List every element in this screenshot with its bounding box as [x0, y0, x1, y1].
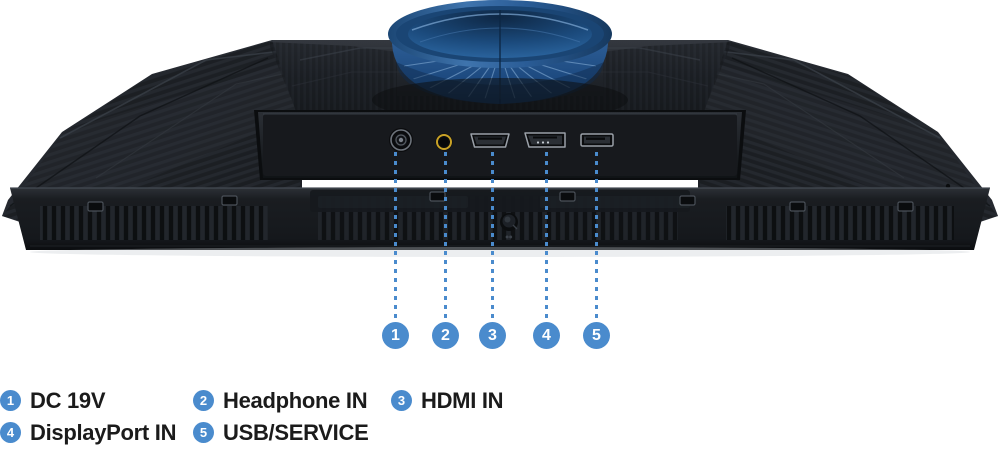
legend-item-5[interactable]: 5 USB/SERVICE: [193, 419, 369, 446]
legend-badge-5: 5: [193, 422, 214, 443]
headphone-icon: [435, 133, 453, 151]
port-legend: 1 DC 19V 2 Headphone IN 3 HDMI IN 4 DisplayPort…: [0, 386, 1000, 450]
legend-badge-2: 2: [193, 390, 214, 411]
callout-4[interactable]: 4: [533, 322, 560, 349]
control-joystick: [500, 213, 518, 231]
legend-badge-1: 1: [0, 390, 21, 411]
port-panel: [254, 110, 746, 180]
legend-badge-4: 4: [0, 422, 21, 443]
legend-item-2[interactable]: 2 Headphone IN: [193, 387, 368, 414]
legend-item-4[interactable]: 4 DisplayPort IN: [0, 420, 176, 446]
leader-line-4: [545, 152, 548, 322]
mount-slots: [87, 191, 914, 212]
legend-row: 4 DisplayPort IN 5 USB/SERVICE: [0, 418, 1000, 447]
legend-row: 1 DC 19V 2 Headphone IN 3 HDMI IN: [0, 386, 1000, 415]
dc-power-icon: [389, 128, 413, 152]
legend-item-1[interactable]: 1 DC 19V: [0, 387, 106, 414]
svg-text:●●: ●●: [506, 234, 513, 239]
callout-3[interactable]: 3: [479, 322, 506, 349]
callout-1[interactable]: 1: [382, 322, 409, 349]
leader-line-3: [491, 152, 494, 322]
displayport-icon: [524, 132, 566, 148]
legend-badge-3: 3: [391, 390, 412, 411]
legend-label-5: USB/SERVICE: [223, 419, 369, 445]
leader-line-2: [444, 152, 447, 322]
leader-line-5: [595, 152, 598, 322]
monitor-bottom-bar: ●●: [10, 187, 990, 250]
legend-label-1: DC 19V: [30, 387, 106, 413]
legend-label-3: HDMI IN: [421, 387, 504, 413]
callout-5[interactable]: 5: [583, 322, 610, 349]
indicator-led: [945, 183, 951, 189]
callout-2[interactable]: 2: [432, 322, 459, 349]
monitor-rear-illustration: ●●: [2, 0, 998, 257]
hdmi-icon: [470, 133, 510, 148]
leader-line-1: [394, 152, 397, 322]
legend-label-4: DisplayPort IN: [30, 419, 177, 445]
legend-label-2: Headphone IN: [223, 387, 368, 413]
legend-item-3[interactable]: 3 HDMI IN: [391, 387, 504, 414]
usb-icon: [580, 133, 614, 147]
